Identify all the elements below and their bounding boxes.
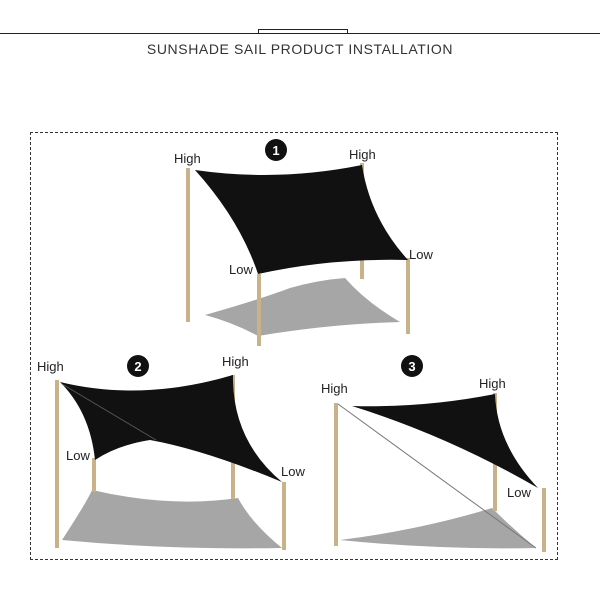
sail-2	[60, 375, 282, 482]
diagram-frame	[30, 132, 558, 560]
label-2-low-right: Low	[281, 464, 305, 479]
sail-3-guide-line	[337, 403, 537, 549]
pole-2-high-left	[55, 380, 59, 548]
diagram-1: 1 High High Low Low	[174, 139, 433, 346]
sail-2-diagonal-edge	[61, 383, 157, 441]
label-1-high-left: High	[174, 151, 201, 166]
label-2-low-left: Low	[66, 448, 90, 463]
label-1-low-left: Low	[229, 262, 253, 277]
pole-2-low-right	[282, 482, 286, 550]
diagram-3: 3 High High Low	[321, 355, 546, 552]
header-tab	[258, 29, 348, 34]
number-badge-2	[127, 355, 149, 377]
number-badge-3	[401, 355, 423, 377]
diagram-2: 2 High High Low Low	[37, 354, 305, 550]
label-1-high-right: High	[349, 147, 376, 162]
sail-shadow-3	[340, 508, 536, 549]
pole-2-low-left	[92, 458, 96, 492]
pole-3-low-right	[542, 488, 546, 552]
sail-3	[352, 394, 538, 488]
page-title: SUNSHADE SAIL PRODUCT INSTALLATION	[146, 41, 454, 57]
label-3-high-right: High	[479, 376, 506, 391]
label-1-low-right: Low	[409, 247, 433, 262]
number-badge-1	[265, 139, 287, 161]
sail-1	[195, 165, 408, 274]
header-rule	[0, 33, 600, 34]
label-3-high-left: High	[321, 381, 348, 396]
number-label-1: 1	[272, 143, 279, 158]
sail-shadow-2	[62, 490, 282, 549]
number-label-2: 2	[134, 359, 141, 374]
label-3-low-right: Low	[507, 485, 531, 500]
number-label-3: 3	[408, 359, 415, 374]
pole-3-high-left	[334, 403, 338, 546]
label-2-high-right: High	[222, 354, 249, 369]
label-2-high-left: High	[37, 359, 64, 374]
pole-1-high-left	[186, 168, 190, 322]
pole-1-low-right	[406, 258, 410, 334]
pole-1-low-left	[257, 274, 261, 346]
sail-shadow-1	[205, 278, 400, 336]
